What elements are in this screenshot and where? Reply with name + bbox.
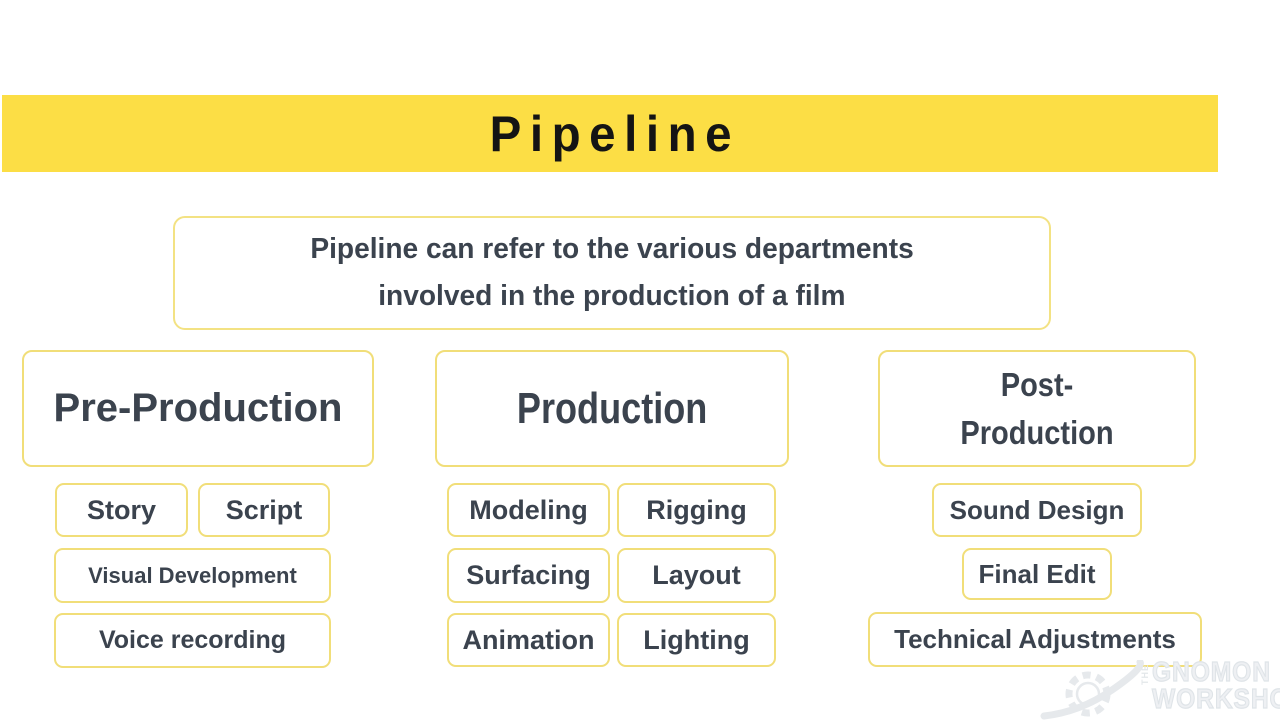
- watermark-line-workshop: WORKSHOP: [1151, 683, 1280, 714]
- item-technical-adjustments: Technical Adjustments: [868, 612, 1202, 667]
- page-title: Pipeline: [489, 105, 740, 162]
- description-line-2: involved in the production of a film: [378, 280, 846, 312]
- item-rigging: Rigging: [617, 483, 776, 537]
- gnomon-workshop-watermark: THE GNOMON WORKSHOP: [1040, 656, 1280, 720]
- post-production-label: Post-Production: [960, 365, 1114, 451]
- gear-swoosh-icon: [1040, 660, 1144, 720]
- item-story: Story: [55, 483, 188, 537]
- item-layout: Layout: [617, 548, 776, 603]
- description-box: Pipeline can refer to the various depart…: [173, 216, 1051, 330]
- production-label: Production: [516, 383, 708, 433]
- item-sound-design: Sound Design: [932, 483, 1142, 537]
- watermark-the-label: THE: [1140, 664, 1150, 685]
- item-animation: Animation: [447, 613, 610, 667]
- title-banner: Pipeline: [2, 95, 1218, 172]
- item-script: Script: [198, 483, 330, 537]
- item-surfacing: Surfacing: [447, 548, 610, 603]
- item-lighting: Lighting: [617, 613, 776, 667]
- pre-production-label: Pre-Production: [53, 386, 343, 430]
- watermark-text: GNOMON WORKSHOP: [1151, 656, 1280, 714]
- item-voice-recording: Voice recording: [54, 613, 331, 668]
- item-final-edit: Final Edit: [962, 548, 1112, 600]
- description-line-1: Pipeline can refer to the various depart…: [310, 233, 914, 265]
- column-header-pre-production: Pre-Production: [22, 350, 374, 467]
- watermark-line-gnomon: GNOMON: [1151, 656, 1271, 687]
- item-visual-development: Visual Development: [54, 548, 331, 603]
- column-header-post-production: Post-Production: [878, 350, 1196, 467]
- item-modeling: Modeling: [447, 483, 610, 537]
- column-header-production: Production: [435, 350, 789, 467]
